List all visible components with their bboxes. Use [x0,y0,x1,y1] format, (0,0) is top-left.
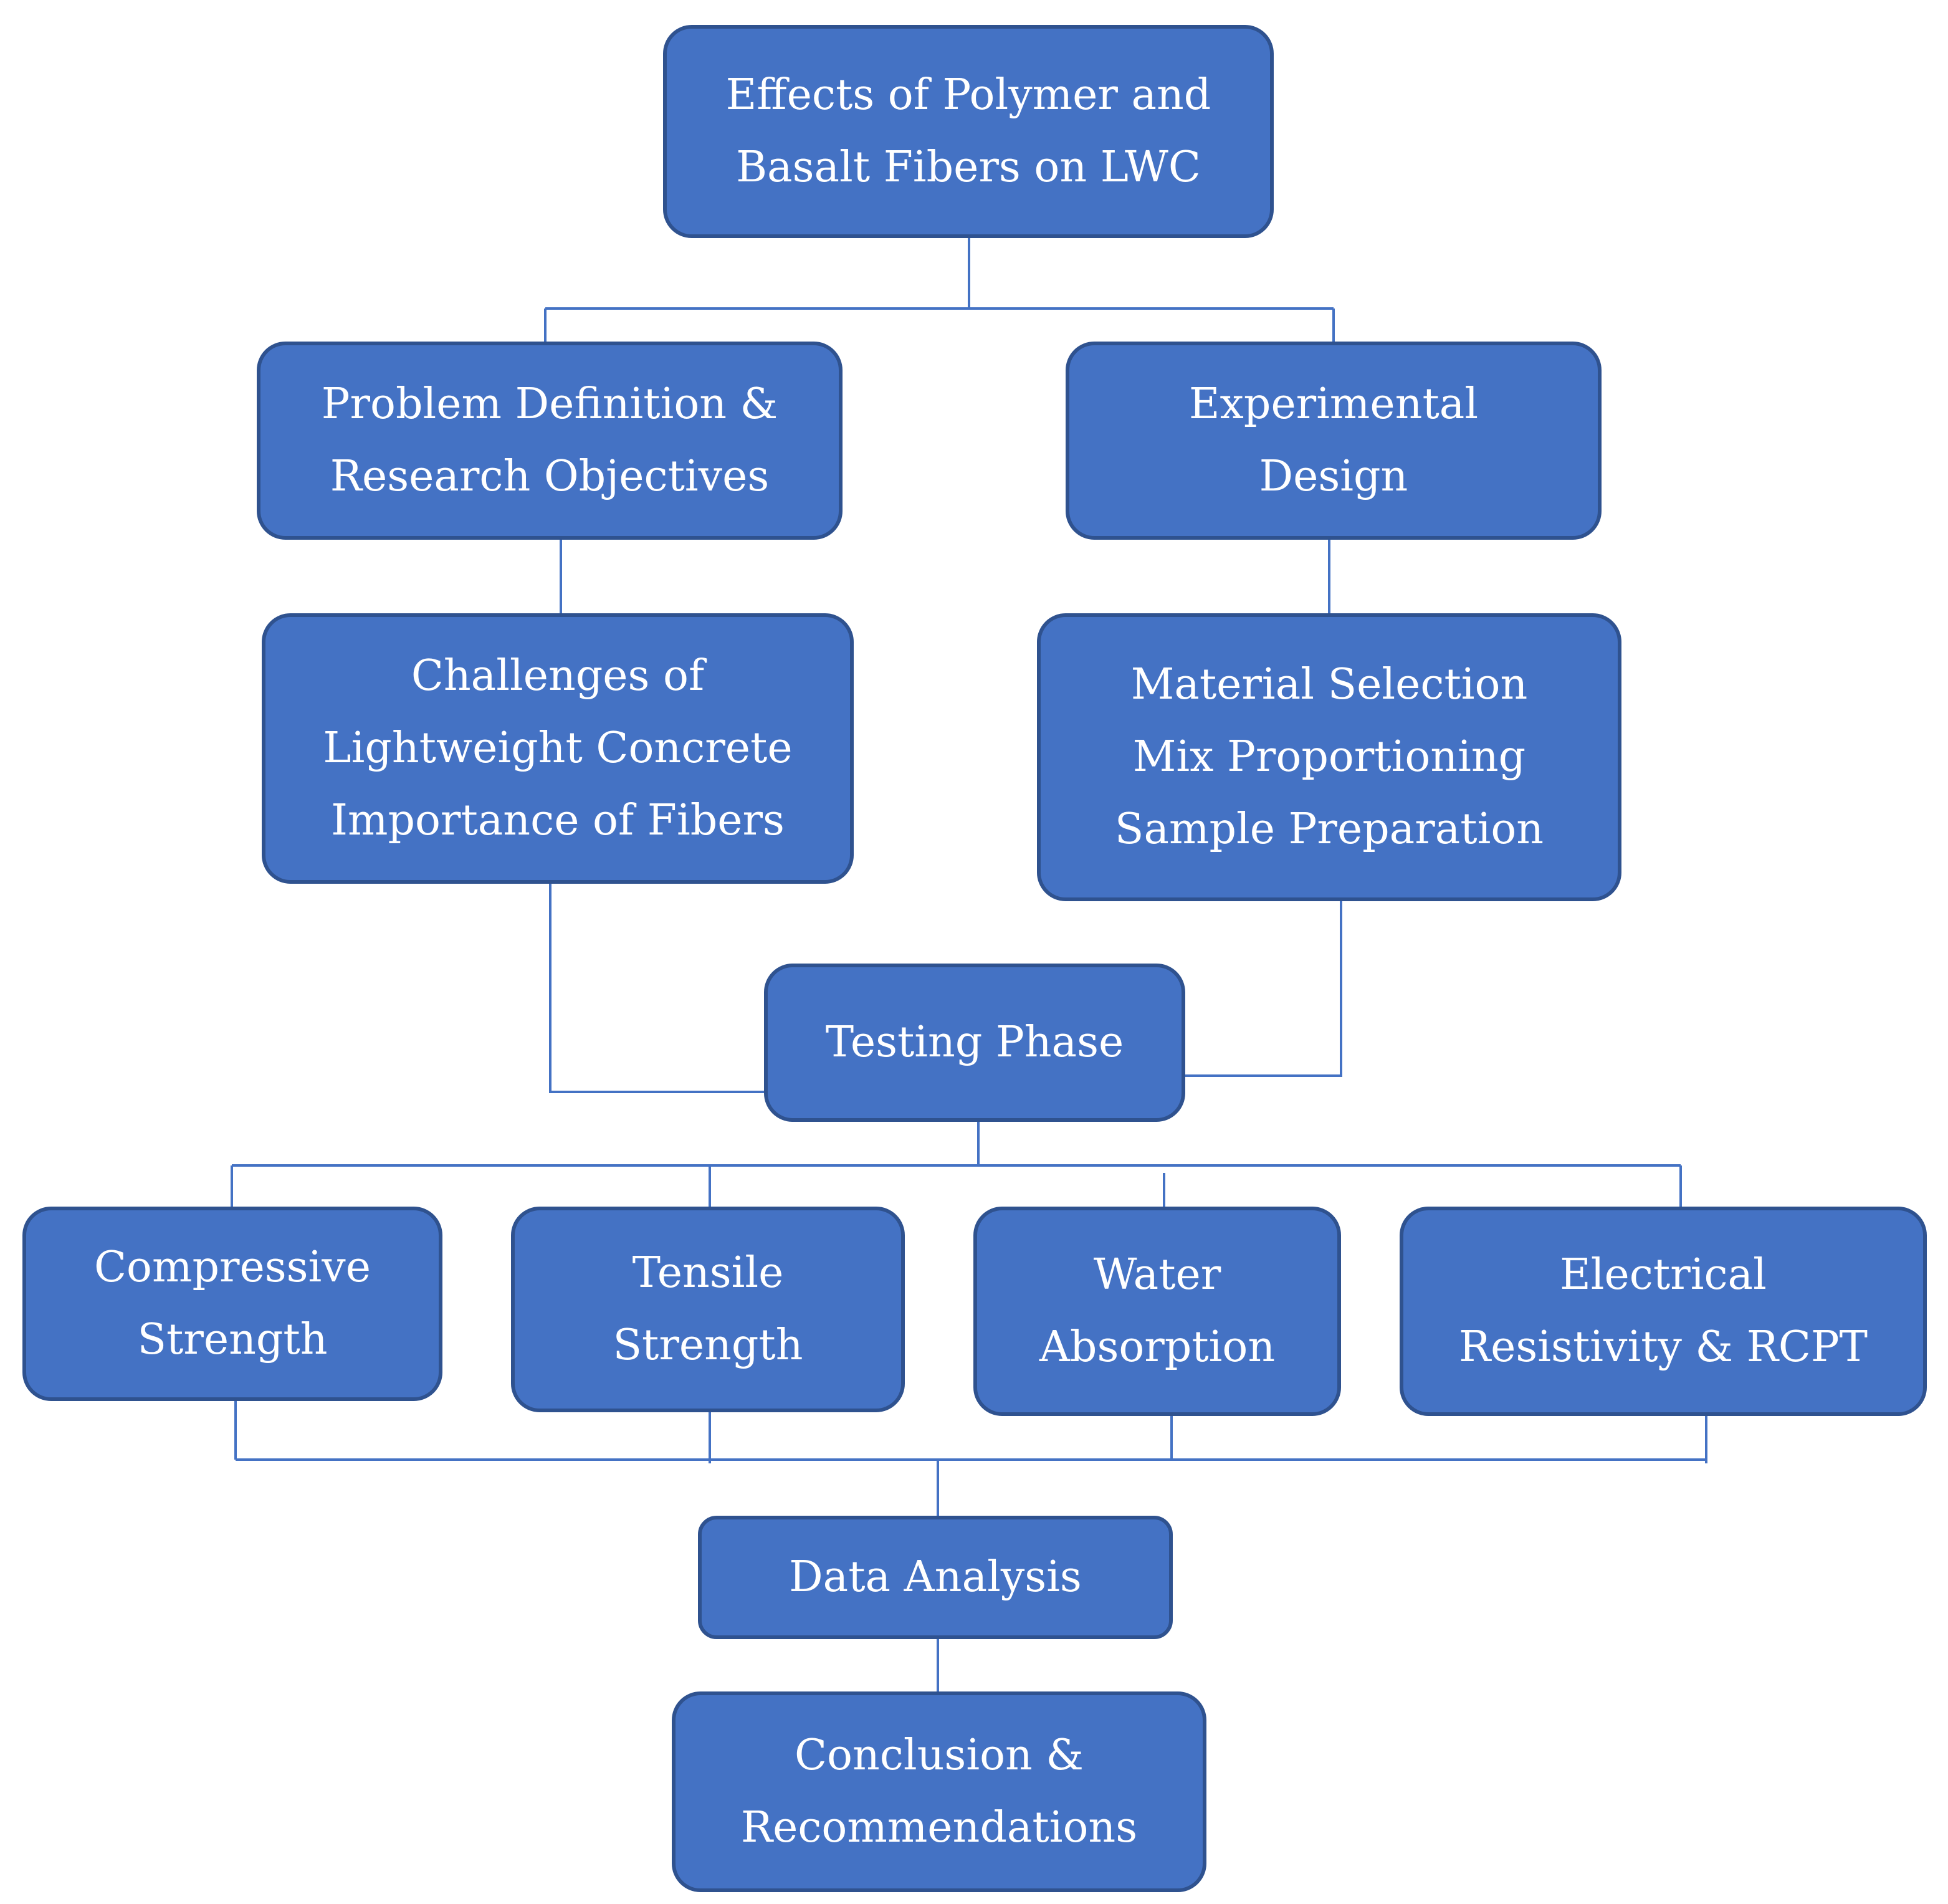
connector-challenges-testing [549,884,765,1093]
node-problem-definition: Problem Definition & Research Objectives [257,342,843,540]
node-testing-phase: Testing Phase [764,964,1185,1122]
node-material-selection-line-1: Material Selection [1130,660,1528,709]
node-water-absorption-line-1: Water [1093,1250,1221,1299]
node-problem-definition-line-1: Problem Definition & [321,380,778,429]
connector-material-testing [1184,901,1342,1077]
node-data-analysis-line-1: Data Analysis [789,1552,1082,1602]
node-water-absorption: Water Absorption [973,1207,1341,1416]
node-experimental-design-line-2: Design [1259,452,1408,501]
node-data-analysis: Data Analysis [698,1516,1173,1639]
node-experimental-design: Experimental Design [1066,342,1602,540]
node-material-selection-line-3: Sample Preparation [1114,805,1544,854]
node-tensile-strength-line-2: Strength [613,1321,803,1370]
node-water-absorption-line-2: Absorption [1039,1323,1276,1372]
node-challenges-line-3: Importance of Fibers [331,796,785,845]
node-electrical-resistivity-line-1: Electrical [1560,1250,1767,1299]
node-material-selection-line-2: Mix Proportioning [1132,732,1526,782]
node-experimental-design-line-1: Experimental [1188,380,1479,429]
node-challenges-line-2: Lightweight Concrete [323,724,793,773]
node-root-line-1: Effects of Polymer and [725,70,1211,120]
node-material-selection: Material Selection Mix Proportioning Sam… [1037,613,1621,901]
node-electrical-resistivity: Electrical Resistivity & RCPT [1400,1207,1927,1416]
node-conclusion: Conclusion & Recommendations [672,1691,1206,1892]
node-root-line-2: Basalt Fibers on LWC [736,143,1201,192]
node-problem-definition-line-2: Research Objectives [330,452,770,501]
node-tensile-strength: Tensile Strength [511,1207,905,1412]
node-tensile-strength-line-1: Tensile [632,1248,784,1298]
node-compressive-strength-line-1: Compressive [94,1243,371,1292]
node-conclusion-line-1: Conclusion & [795,1731,1084,1780]
node-challenges: Challenges of Lightweight Concrete Impor… [262,613,854,884]
node-conclusion-line-2: Recommendations [740,1803,1138,1852]
node-challenges-line-1: Challenges of [411,651,705,701]
node-electrical-resistivity-line-2: Resistivity & RCPT [1458,1323,1868,1372]
node-compressive-strength: Compressive Strength [22,1207,442,1401]
node-compressive-strength-line-2: Strength [137,1315,328,1364]
node-root: Effects of Polymer and Basalt Fibers on … [663,25,1274,238]
node-testing-phase-line-1: Testing Phase [825,1018,1124,1067]
